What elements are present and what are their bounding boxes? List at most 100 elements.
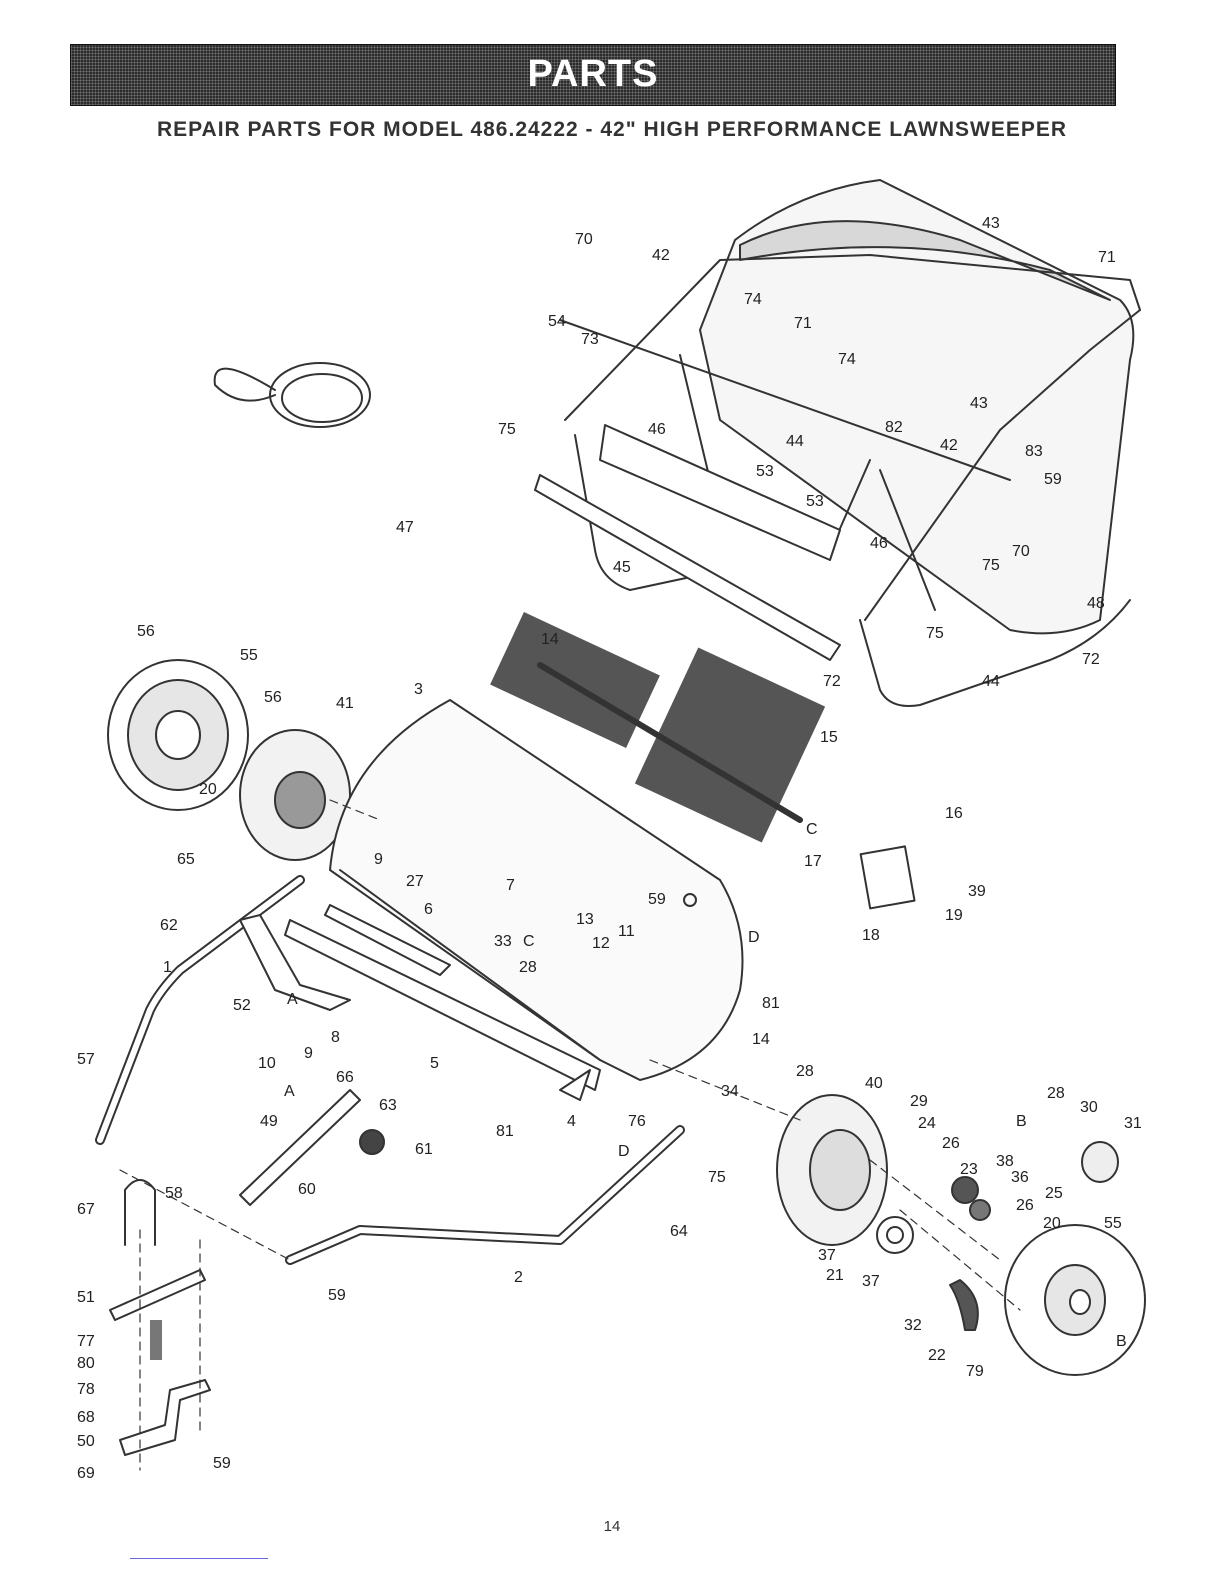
callout-10: 10 — [258, 1055, 276, 1072]
callout-42: 42 — [940, 437, 958, 454]
callout-52: 52 — [233, 997, 251, 1014]
callout-9: 9 — [304, 1045, 313, 1062]
callout-83: 83 — [1025, 443, 1043, 460]
callout-57: 57 — [77, 1051, 95, 1068]
callout-32: 32 — [904, 1317, 922, 1334]
callout-53: 53 — [806, 493, 824, 510]
callout-40: 40 — [865, 1075, 883, 1092]
callout-71: 71 — [1098, 249, 1116, 266]
callout-22: 22 — [928, 1347, 946, 1364]
hopper-frame-bottom — [859, 599, 1131, 707]
callout-42: 42 — [652, 247, 670, 264]
front-panel-6 — [324, 904, 451, 976]
callout-73: 73 — [581, 331, 599, 348]
callout-56: 56 — [264, 689, 282, 706]
callout-a: A — [284, 1083, 295, 1100]
callout-69: 69 — [77, 1465, 95, 1482]
callout-64: 64 — [670, 1223, 688, 1240]
bracket-18 — [859, 845, 916, 910]
callout-43: 43 — [970, 395, 988, 412]
callout-48: 48 — [1087, 595, 1105, 612]
callout-15: 15 — [820, 729, 838, 746]
hopper-bag-shade — [739, 220, 1111, 301]
callout-59: 59 — [328, 1287, 346, 1304]
callout-59: 59 — [213, 1455, 231, 1472]
tow-rope — [269, 362, 371, 428]
callout-50: 50 — [77, 1433, 95, 1450]
hopper-bottom-bar — [534, 474, 841, 661]
brush-left — [490, 612, 660, 748]
callout-39: 39 — [968, 883, 986, 900]
callout-12: 12 — [592, 935, 610, 952]
gear-38 — [951, 1176, 979, 1204]
hopper-frame-top — [564, 254, 1141, 421]
hitch-spring — [150, 1320, 162, 1360]
callout-60: 60 — [298, 1181, 316, 1198]
hopper-strut-r — [834, 459, 871, 541]
callout-68: 68 — [77, 1409, 95, 1426]
hitch-plate-51 — [109, 1269, 206, 1321]
callout-20: 20 — [1043, 1215, 1061, 1232]
callout-49: 49 — [260, 1113, 278, 1130]
page-subtitle: REPAIR PARTS FOR MODEL 486.24222 - 42" H… — [156, 118, 1068, 141]
callout-31: 31 — [1124, 1115, 1142, 1132]
callout-59: 59 — [648, 891, 666, 908]
callout-d: D — [748, 929, 760, 946]
knob-61 — [359, 1129, 385, 1155]
parts-banner: PARTS — [70, 44, 1116, 106]
handle-tube — [95, 875, 305, 1145]
banner-title: PARTS — [527, 53, 659, 95]
hopper-rod — [559, 319, 1011, 481]
hopper-bag — [699, 179, 1135, 635]
sweeper-housing — [329, 699, 744, 1081]
washer-59 — [683, 893, 697, 907]
callout-79: 79 — [966, 1363, 984, 1380]
callout-56: 56 — [137, 623, 155, 640]
callout-d: D — [618, 1143, 630, 1160]
callout-a: A — [287, 991, 298, 1008]
callout-54: 54 — [548, 313, 566, 330]
callout-67: 67 — [77, 1201, 95, 1218]
callout-51: 51 — [77, 1289, 95, 1306]
callout-55: 55 — [1104, 1215, 1122, 1232]
callout-14: 14 — [541, 631, 559, 648]
callout-81: 81 — [762, 995, 780, 1012]
callout-74: 74 — [744, 291, 762, 308]
callout-43: 43 — [982, 215, 1000, 232]
callout-65: 65 — [177, 851, 195, 868]
hopper-frame-front — [574, 434, 701, 591]
callout-72: 72 — [1082, 651, 1100, 668]
callout-82: 82 — [885, 419, 903, 436]
callout-62: 62 — [160, 917, 178, 934]
hitch-u-bolt — [124, 1179, 156, 1246]
callout-28: 28 — [1047, 1085, 1065, 1102]
callout-c: C — [523, 933, 535, 950]
callout-13: 13 — [576, 911, 594, 928]
callout-81: 81 — [496, 1123, 514, 1140]
callout-63: 63 — [379, 1097, 397, 1114]
callout-34: 34 — [721, 1083, 739, 1100]
callout-30: 30 — [1080, 1099, 1098, 1116]
brush-axle — [537, 662, 803, 823]
callout-46: 46 — [648, 421, 666, 438]
diagram-artwork — [95, 179, 1146, 1471]
hub-cap — [1081, 1141, 1119, 1183]
callout-80: 80 — [77, 1355, 95, 1372]
callout-26: 26 — [1016, 1197, 1034, 1214]
callout-37: 37 — [862, 1273, 880, 1290]
callout-70: 70 — [1012, 543, 1030, 560]
callout-18: 18 — [862, 927, 880, 944]
callout-72: 72 — [823, 673, 841, 690]
callout-20: 20 — [199, 781, 217, 798]
callout-78: 78 — [77, 1381, 95, 1398]
callout-11: 11 — [618, 923, 635, 940]
callout-27: 27 — [406, 873, 424, 890]
front-panel-5 — [284, 919, 601, 1091]
callout-77: 77 — [77, 1333, 95, 1350]
callout-2: 2 — [514, 1269, 523, 1286]
callout-6: 6 — [424, 901, 433, 918]
hopper-strut-left — [679, 354, 711, 481]
callout-21: 21 — [826, 1267, 844, 1284]
callout-71: 71 — [794, 315, 812, 332]
callout-45: 45 — [613, 559, 631, 576]
